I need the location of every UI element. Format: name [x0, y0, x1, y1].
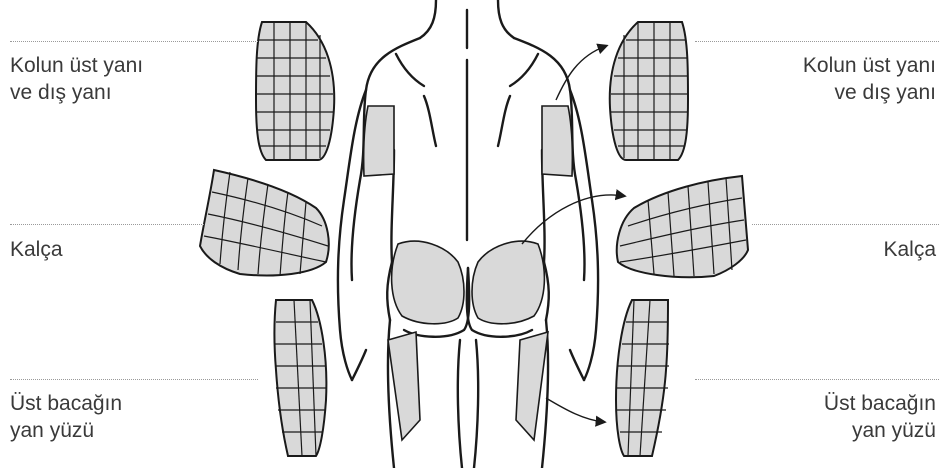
grid-patch-thigh-right — [616, 300, 669, 456]
dotted-rule-thigh-right — [695, 379, 939, 380]
label-arm-right-line1: Kolun üst yanı — [803, 52, 936, 79]
arrow-arm — [556, 46, 606, 100]
label-thigh-right-line2: yan yüzü — [824, 417, 936, 444]
grid-patch-hip-left — [200, 170, 329, 276]
label-arm-left: Kolun üst yanı ve dış yanı — [10, 52, 143, 106]
label-arm-right-line2: ve dış yanı — [803, 79, 936, 106]
label-arm-left-line2: ve dış yanı — [10, 79, 143, 106]
grid-patch-hip-right — [617, 176, 748, 277]
label-thigh-right-line1: Üst bacağın — [824, 390, 936, 417]
label-thigh-left-line1: Üst bacağın — [10, 390, 122, 417]
human-figure-outline — [338, 0, 598, 468]
label-thigh-left-line2: yan yüzü — [10, 417, 122, 444]
grid-patch-arm-right — [610, 22, 688, 160]
zone-thigh-left — [388, 332, 420, 440]
label-thigh-right: Üst bacağın yan yüzü — [824, 390, 936, 444]
label-thigh-left: Üst bacağın yan yüzü — [10, 390, 122, 444]
zone-upper-arm-right — [542, 106, 572, 176]
label-hip-left: Kalça — [10, 236, 63, 263]
zone-hip-left — [392, 241, 464, 324]
dotted-rule-arm-left — [10, 41, 258, 42]
zone-thigh-right — [516, 332, 548, 440]
dotted-rule-arm-right — [695, 41, 939, 42]
dotted-rule-hip-left — [10, 224, 204, 225]
label-hip-left-line1: Kalça — [10, 236, 63, 263]
label-arm-left-line1: Kolun üst yanı — [10, 52, 143, 79]
arrow-hip — [522, 195, 624, 244]
dotted-rule-hip-right — [752, 224, 939, 225]
arrow-thigh — [546, 398, 604, 422]
dotted-rule-thigh-left — [10, 379, 258, 380]
label-hip-right-line1: Kalça — [883, 236, 936, 263]
grid-patch-thigh-left — [275, 300, 327, 456]
zone-upper-arm-left — [364, 106, 394, 176]
grid-patch-arm-left — [256, 22, 334, 160]
label-arm-right: Kolun üst yanı ve dış yanı — [803, 52, 936, 106]
zone-hip-right — [472, 241, 544, 324]
label-hip-right: Kalça — [883, 236, 936, 263]
